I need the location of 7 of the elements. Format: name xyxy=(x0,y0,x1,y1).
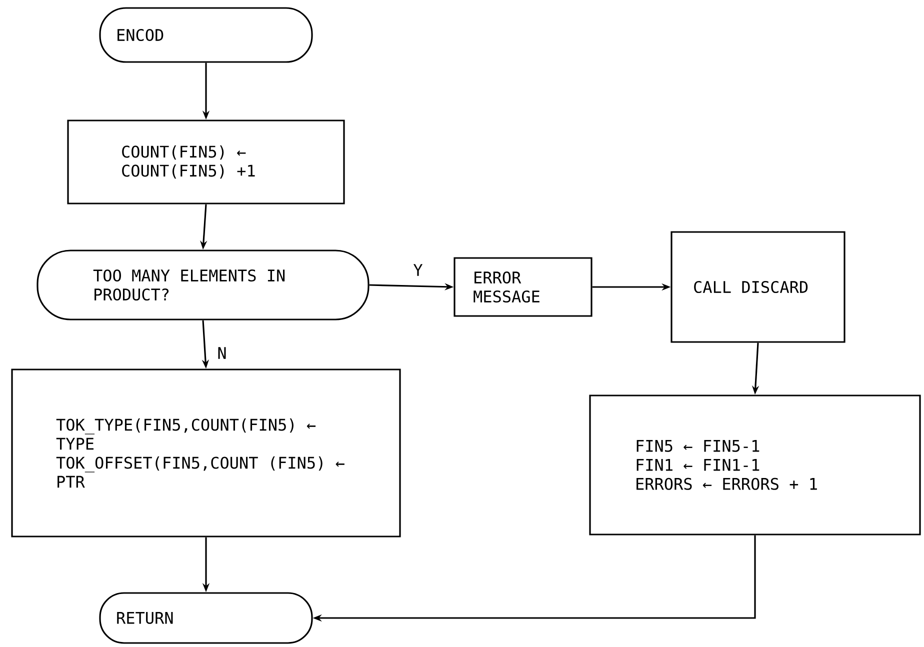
edge-label: N xyxy=(216,346,228,360)
process-box: TOK_TYPE(FIN5,COUNT(FIN5) ← TYPE TOK_OFFSET(FIN5,COUNT (FIN5) ← PTR xyxy=(11,368,401,538)
process-box: FIN5 ← FIN5-1 FIN1 ← FIN1-1 ERRORS ← ERRORS + 1 xyxy=(589,394,921,536)
process-box: ERROR MESSAGE xyxy=(454,257,592,317)
process-box: COUNT(FIN5) ← COUNT(FIN5) +1 xyxy=(67,120,345,204)
process-box: CALL DISCARD xyxy=(670,231,846,343)
edge-label: Y xyxy=(412,263,424,277)
